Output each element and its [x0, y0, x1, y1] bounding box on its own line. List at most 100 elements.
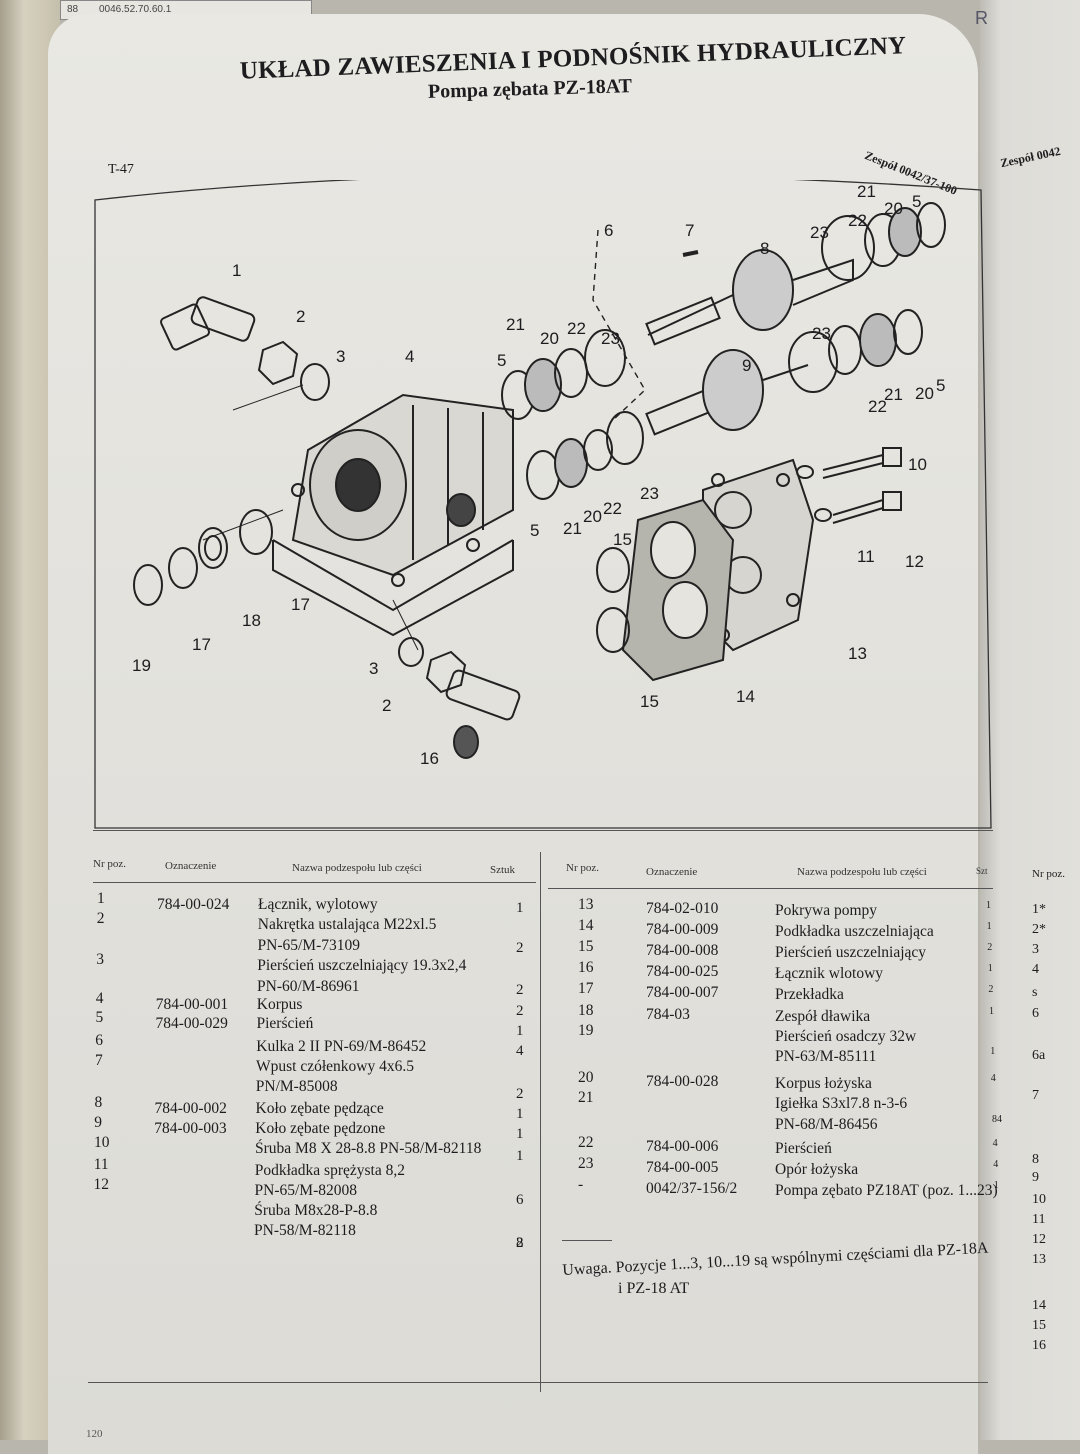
row-name: PN-60/M-86961 [257, 978, 360, 995]
row-qty: 1 [987, 963, 993, 974]
row-qty: 1 [990, 1046, 996, 1057]
row-nr: 11 [93, 1156, 109, 1173]
row-nr: 15 [578, 938, 594, 955]
bearing-rings-upper [501, 329, 626, 420]
col-header-name-right: Nazwa podzespołu lub części [797, 866, 927, 878]
callout-label: 9 [742, 356, 751, 375]
row-code: 784-00-028 [646, 1073, 719, 1090]
row-nr: 12 [93, 1176, 110, 1193]
callout-label: 22 [567, 319, 586, 338]
callout-label: 20 [915, 384, 934, 403]
row-nr: 21 [578, 1089, 594, 1106]
callout-label: 20 [583, 507, 602, 526]
row-nr: - [578, 1176, 584, 1193]
driven-gear-part [645, 349, 809, 436]
callout-label: 4 [405, 347, 414, 366]
callout-label: 18 [242, 611, 261, 630]
row-qty: 2 [516, 1235, 524, 1251]
right-page-item-nr: 6a [1032, 1048, 1046, 1063]
row-code: 784-00-007 [646, 984, 719, 1001]
row-code: 784-00-003 [154, 1120, 227, 1137]
diagram-bottom-rule [93, 830, 993, 831]
callout-label: 22 [848, 211, 867, 230]
right-page-item-nr: 4 [1032, 962, 1039, 977]
left-header-rule [93, 882, 536, 883]
plate-id: T-47 [108, 162, 134, 177]
row-qty: 1 [516, 1106, 524, 1122]
key-part [682, 250, 699, 257]
row-name: Śruba M8 X 28-8.8 PN-58/M-82118 [255, 1140, 482, 1157]
callout-label: 8 [760, 239, 769, 258]
table-column-divider [540, 852, 541, 1392]
diagram-frame [94, 180, 992, 829]
col-header-nr-right: Nr poz. [566, 862, 599, 874]
row-qty: 2 [988, 984, 994, 995]
row-name: Pokrywa pompy [775, 902, 878, 919]
left-rings-part [133, 509, 273, 606]
row-nr: 5 [95, 1009, 104, 1026]
row-name: Pierścień [256, 1015, 314, 1032]
row-code: 784-03 [646, 1006, 690, 1023]
col-header-nr: Nr poz. [93, 858, 126, 870]
note-rule [562, 1240, 612, 1241]
row-qty: 8 [516, 1235, 524, 1251]
row-nr: 22 [578, 1134, 594, 1151]
row-nr: 6 [95, 1032, 103, 1049]
callout-label: 23 [640, 484, 659, 503]
bearing-rings-lower [526, 411, 644, 500]
row-qty: 2 [516, 1003, 524, 1019]
right-page-item-nr: s [1032, 985, 1038, 1000]
row-nr: 4 [95, 990, 104, 1007]
handwritten-mark: R [975, 8, 988, 28]
inlet-fitting-part [398, 637, 521, 759]
page-bottom-rule [88, 1382, 988, 1383]
callout-label: 12 [905, 552, 924, 571]
row-qty: 4 [990, 1073, 996, 1084]
row-name: Nakrętka ustalająca M22xl.5 [257, 916, 437, 933]
row-qty: 2 [516, 940, 524, 956]
callout-label: 11 [857, 547, 875, 566]
row-code: 784-00-005 [646, 1159, 719, 1176]
row-nr: 9 [94, 1114, 102, 1131]
tab-number: 88 [67, 4, 79, 15]
callout-label: 10 [908, 455, 927, 474]
seal-ring-15-lower [596, 607, 630, 653]
row-qty: 2 [987, 942, 993, 953]
callout-label: 21 [506, 315, 525, 334]
right-page-item-nr: 15 [1032, 1318, 1046, 1333]
row-name: Wpust czółenkowy 4x6.5 [256, 1058, 414, 1075]
row-qty: 1 [516, 1148, 524, 1164]
row-nr: 20 [578, 1069, 594, 1086]
right-page-item-nr: 9 [1032, 1170, 1039, 1185]
row-qty: 1 [516, 1023, 524, 1039]
tab-code: 0046.52.70.60.1 [99, 4, 172, 15]
row-name: Igiełka S3xl7.8 n-3-6 [775, 1095, 908, 1112]
row-qty: 1 [516, 1126, 524, 1142]
right-page [980, 0, 1080, 1440]
callout-label: 23 [601, 329, 620, 348]
callout-label: 14 [736, 687, 755, 706]
right-page-col-header-nr: Nr poz. [1032, 868, 1065, 880]
seal-ring-part [300, 363, 330, 401]
row-qty: 1 [986, 921, 992, 932]
callout-label: 21 [857, 182, 876, 201]
row-nr: 19 [578, 1022, 594, 1039]
callout-label: 15 [613, 530, 632, 549]
callout-label: 5 [497, 351, 506, 370]
callout-label: 1 [232, 261, 241, 280]
callout-label: 17 [192, 635, 211, 654]
callout-label: 2 [296, 307, 305, 326]
right-page-item-nr: 16 [1032, 1338, 1046, 1353]
right-page-item-nr: 12 [1032, 1232, 1046, 1247]
row-name: PN-65/M-73109 [257, 937, 360, 954]
callout-label: 21 [884, 385, 903, 404]
seal-ring-15-upper [596, 547, 630, 593]
row-qty: 6 [516, 1192, 524, 1208]
right-page-item-nr: 13 [1032, 1252, 1046, 1267]
parts-drawing [133, 202, 946, 759]
callout-label: 20 [540, 329, 559, 348]
callout-label: 13 [848, 644, 867, 663]
right-page-item-nr: 6 [1032, 1006, 1039, 1021]
row-nr: 13 [578, 896, 594, 913]
gasket-part [621, 498, 735, 682]
